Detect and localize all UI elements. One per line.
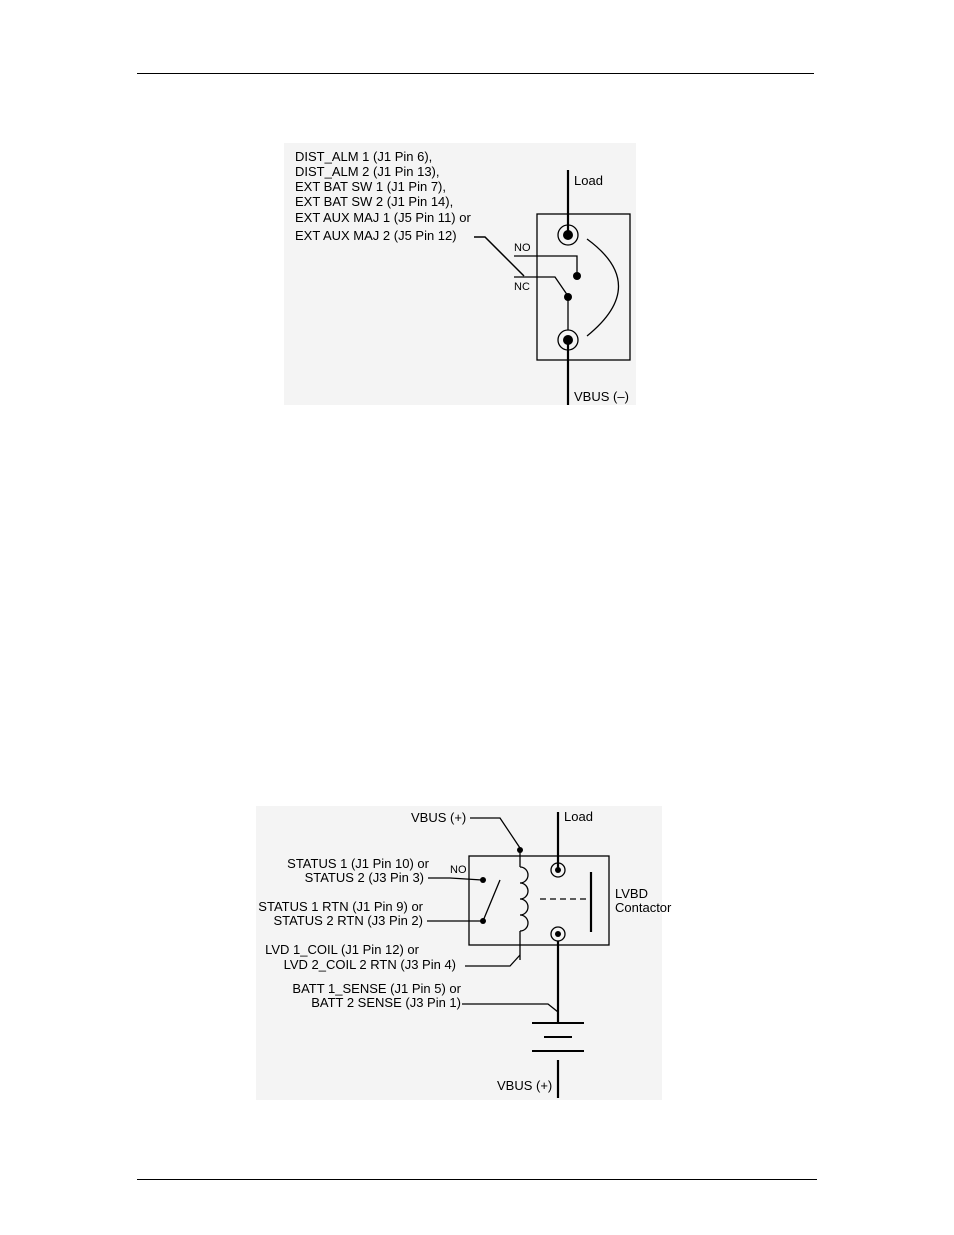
actuation-arc — [586, 238, 620, 337]
relay-contact-diagram: DIST_ALM 1 (J1 Pin 6), DIST_ALM 2 (J1 Pi… — [295, 149, 631, 405]
no-contact-dot — [573, 272, 581, 280]
lvd-label-line-1: LVD 1_COIL (J1 Pin 12) or — [265, 942, 420, 957]
status-contact-dot — [480, 877, 486, 883]
load-label-2: Load — [564, 809, 593, 824]
vbus-label: VBUS (–) — [574, 389, 629, 404]
vbus-bottom-label: VBUS (+) — [497, 1078, 552, 1093]
status-label-line-2: STATUS 2 (J3 Pin 3) — [305, 870, 424, 885]
source-leader-line — [474, 236, 525, 277]
lvbd-contactor-diagram: VBUS (+) Load STATUS 1 (J1 Pin 10) or ST… — [258, 809, 672, 1098]
source-label-line-2: DIST_ALM 2 (J1 Pin 13), — [295, 164, 440, 179]
no-label-2: NO — [450, 864, 467, 876]
nc-label: NC — [514, 281, 530, 293]
contactor-label-line-2: Contactor — [615, 900, 672, 915]
diagram2-panel — [256, 806, 662, 1100]
batt-leader — [462, 1003, 559, 1013]
source-label-line-5: EXT AUX MAJ 1 (J5 Pin 11) or — [295, 210, 471, 225]
source-label-line-1: DIST_ALM 1 (J1 Pin 6), — [295, 149, 432, 164]
batt-label-line-2: BATT 2 SENSE (J3 Pin 1) — [311, 995, 461, 1010]
no-label: NO — [514, 242, 531, 254]
batt-label-line-1: BATT 1_SENSE (J1 Pin 5) or — [292, 981, 461, 996]
status-switch-blade — [482, 879, 501, 922]
no-contact-line — [514, 255, 578, 276]
batt-terminal-dot — [555, 931, 561, 937]
footer-rule — [137, 1179, 817, 1180]
load-terminal-dot — [563, 230, 573, 240]
relay-box — [536, 213, 631, 361]
contactor-label-line-1: LVBD — [615, 886, 648, 901]
status-wire — [428, 877, 483, 881]
load-terminal-2 — [550, 862, 566, 878]
load-label: Load — [574, 173, 603, 188]
lvd-leader — [465, 954, 521, 967]
load-terminal — [557, 224, 579, 246]
lvd-label-line-2: LVD 2_COIL 2 RTN (J3 Pin 4) — [284, 957, 456, 972]
vbus-top-leader — [470, 817, 521, 849]
contactor-box — [468, 855, 610, 946]
status-label-line-1: STATUS 1 (J1 Pin 10) or — [287, 856, 430, 871]
load-terminal-2-dot — [555, 867, 561, 873]
coil-winding — [519, 866, 529, 932]
source-label-line-3: EXT BAT SW 1 (J1 Pin 7), — [295, 179, 446, 194]
source-label-line-4: EXT BAT SW 2 (J1 Pin 14), — [295, 194, 453, 209]
header-rule — [137, 73, 814, 74]
switch-blade — [514, 276, 569, 297]
status-rtn-label-line-1: STATUS 1 RTN (J1 Pin 9) or — [258, 899, 423, 914]
source-label-line-6: EXT AUX MAJ 2 (J5 Pin 12) — [295, 228, 457, 243]
status-rtn-label-line-2: STATUS 2 RTN (J3 Pin 2) — [273, 913, 423, 928]
vbus-top-label: VBUS (+) — [411, 810, 466, 825]
